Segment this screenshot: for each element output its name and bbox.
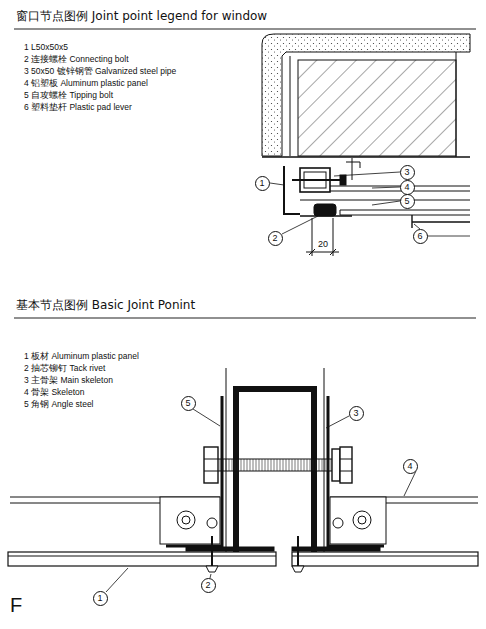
legend-line: 1 板材 Aluminum plastic panel — [24, 352, 139, 362]
callout-circle: 3 — [400, 165, 415, 180]
callout-circle: 1 — [255, 176, 270, 191]
legend-line: 3 主骨架 Main skeleton — [24, 376, 113, 386]
callout-number: 3 — [353, 409, 358, 418]
callout-circle: 5 — [400, 194, 415, 209]
callout-circle: 6 — [413, 229, 428, 244]
callout-circle: 1 — [93, 591, 108, 606]
callout-number: 6 — [417, 232, 422, 241]
callout-number: 5 — [404, 197, 409, 206]
legend-line: 5 自攻螺栓 Tipping bolt — [24, 91, 113, 101]
legend-line: 1 L50x50x5 — [24, 43, 68, 53]
callout-circle: 2 — [201, 578, 216, 593]
leader-line — [106, 409, 416, 592]
callout-circle: 4 — [403, 459, 418, 474]
header-rule — [14, 28, 476, 29]
basic-joint — [8, 368, 478, 572]
callout-circle: 4 — [400, 180, 415, 195]
figure-letter: F — [10, 594, 22, 617]
legend-line: 5 角钢 Angle steel — [24, 400, 94, 410]
callout-number: 2 — [272, 234, 277, 243]
callout-number: 2 — [205, 581, 210, 590]
callout-number: 3 — [404, 168, 409, 177]
callout-circle: 2 — [268, 231, 283, 246]
callout-number: 1 — [97, 594, 102, 603]
leader-line — [270, 172, 470, 236]
label-header: 窗口节点图例 Joint point legend for window — [16, 10, 267, 24]
legend-line: 4 骨架 Skeleton — [24, 388, 85, 398]
callout-circle: 5 — [181, 396, 196, 411]
legend-line: 2 抽芯铆钉 Tack rivet — [24, 364, 105, 374]
legend-line: 4 铝塑板 Aluminum plastic panel — [24, 79, 148, 89]
legend-line: 6 塑料垫杆 Plastic pad lever — [24, 103, 132, 113]
callout-number: 5 — [185, 399, 190, 408]
callout-number: 1 — [259, 179, 264, 188]
dimension-text: 20 — [317, 239, 329, 249]
callout-number: 4 — [407, 462, 412, 471]
callout-number: 4 — [404, 183, 409, 192]
header-rule — [14, 317, 476, 318]
legend-line: 3 50x50 镀锌钢管 Galvanized steel pipe — [24, 67, 176, 77]
label-header: 基本节点图例 Basic Joint Ponint — [16, 299, 195, 313]
window-joint — [262, 34, 470, 256]
legend-line: 2 连接螺栓 Connecting bolt — [24, 55, 129, 65]
callout-circle: 3 — [349, 406, 364, 421]
